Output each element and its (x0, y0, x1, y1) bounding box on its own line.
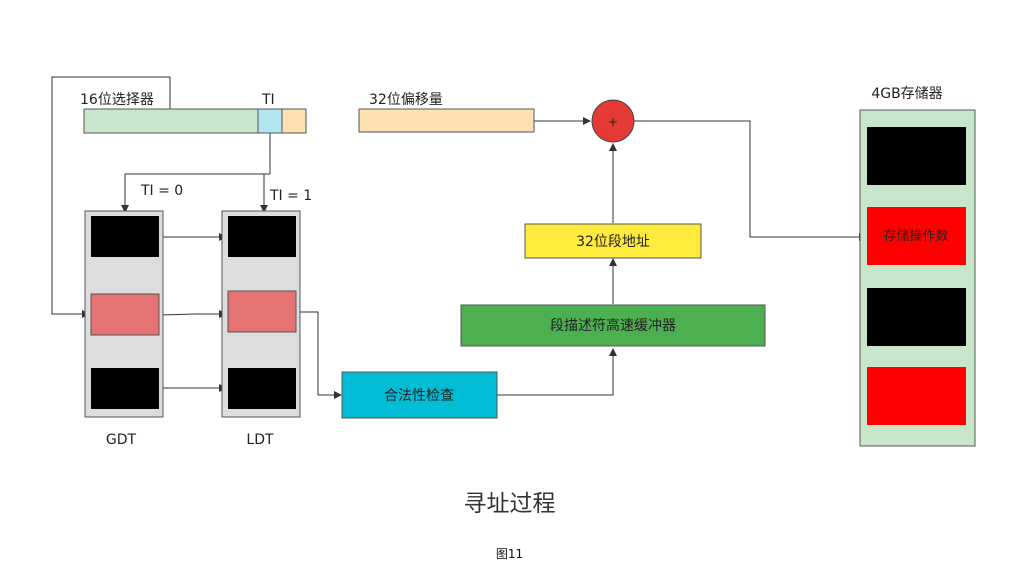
memory-region-1 (867, 127, 966, 185)
descriptor-cache-label: 段描述符高速缓冲器 (550, 317, 676, 334)
check-cache-line (497, 348, 617, 396)
diagram-title: 寻址过程 (463, 491, 556, 517)
ldt-table (221, 210, 301, 418)
ldt-check-line (295, 311, 342, 399)
ldt-entry-bottom (228, 368, 296, 409)
figure-caption: 图11 (495, 547, 524, 561)
selector-ti-field (257, 108, 283, 134)
adder-plus-sign: + (608, 115, 618, 129)
segment-address-label: 32位段地址 (576, 234, 650, 250)
descriptor-cache-box (460, 304, 766, 347)
segment-address-box (524, 223, 702, 259)
selector-loop-line (51, 76, 171, 318)
memory-block (859, 109, 976, 447)
selector-label: 16位选择器 (80, 92, 154, 108)
offset-box (358, 108, 535, 133)
memory-region-4 (867, 367, 966, 425)
adder-memory-line (634, 120, 867, 241)
ti1-line (260, 173, 270, 213)
ldt-label: LDT (246, 432, 274, 448)
gdt-ldt-line-mid (158, 310, 227, 318)
memory-label: 4GB存储器 (871, 86, 942, 102)
gdt-table (84, 210, 164, 418)
memory-region-3 (867, 288, 966, 346)
gdt-label: GDT (106, 432, 137, 448)
gdt-entry-top (91, 216, 159, 257)
ti0-line (121, 173, 270, 213)
offset-label: 32位偏移量 (369, 92, 443, 108)
validity-check-label: 合法性检查 (384, 388, 454, 404)
memory-operand-label: 存储操作数 (883, 228, 948, 244)
ti0-label: TI = 0 (140, 183, 183, 199)
ti1-label: TI = 1 (269, 188, 312, 204)
ldt-entry-top (228, 216, 296, 257)
adder-circle (591, 99, 635, 143)
selector-index-field (83, 108, 259, 134)
gdt-entry-selected (90, 293, 160, 336)
connectors (51, 76, 867, 399)
gdt-entry-bottom (91, 368, 159, 409)
selector-register (83, 108, 307, 134)
ti-label: TI (261, 92, 275, 108)
memory-operand-region (867, 207, 966, 265)
validity-check-box (341, 371, 498, 419)
ldt-entry-selected (227, 290, 297, 333)
selector-rpl-field (281, 108, 307, 134)
